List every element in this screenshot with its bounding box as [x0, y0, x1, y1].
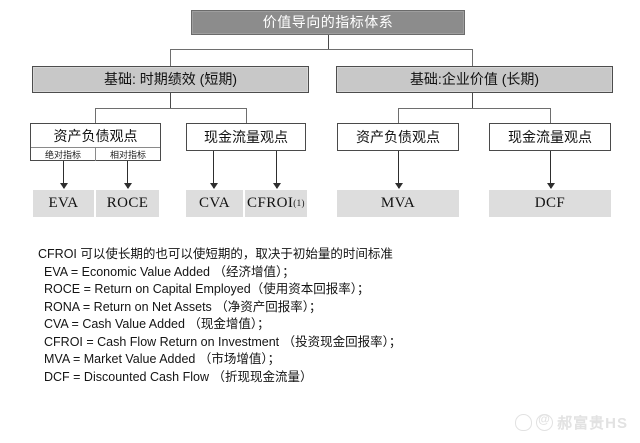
node-dcf[interactable]: DCF [489, 190, 611, 217]
legend-line-cfroi: CFROI = Cash Flow Return on Investment （… [44, 334, 402, 349]
watermark-text: 郝富贵HS [557, 415, 628, 432]
legend-line-cfroi-note: CFROI 可以使长期的也可以使短期的，取决于初始量的时间标准 [38, 247, 393, 261]
node-label: DCF [534, 194, 566, 211]
connector-long-term-trunk [472, 93, 473, 108]
node-label: 现金流量观点 [204, 128, 288, 145]
connector-to-bs-view-short [95, 108, 96, 123]
node-label: 基础:企业价值 (长期) [409, 71, 540, 88]
connector-to-cf-view-long [550, 108, 551, 123]
node-value-oriented-indicator-system[interactable]: 价值导向的指标体系 [191, 10, 465, 35]
legend-line-cva: CVA = Cash Value Added （现金增值）； [44, 317, 270, 331]
legend-line-rona: RONA = Return on Net Assets （净资产回报率）； [44, 299, 322, 314]
at-sign-icon [536, 412, 554, 431]
node-label: 资产负债观点 [53, 127, 138, 144]
node-label: CVA [199, 194, 230, 211]
connector-to-cf-view-short [246, 108, 247, 123]
node-cash-flow-view-long[interactable]: 现金流量观点 [489, 123, 611, 151]
node-roce[interactable]: ROCE [96, 190, 159, 217]
node-cash-flow-view-short[interactable]: 现金流量观点 [186, 123, 306, 151]
sub-label-absolute-indicator: 绝对指标 [44, 150, 81, 160]
connector-to-long-term [472, 49, 473, 66]
legend-line-eva: EVA = Economic Value Added （经济增值）； [44, 264, 295, 279]
node-label-superscript: (1) [293, 198, 305, 209]
node-balance-sheet-view-short[interactable]: 资产负债观点 绝对指标 相对指标 [30, 123, 161, 161]
node-label: MVA [380, 194, 416, 211]
node-label: EVA [48, 194, 79, 211]
node-cva[interactable]: CVA [186, 190, 243, 217]
node-label: 价值导向的指标体系 [262, 14, 394, 31]
watermark: 郝富贵HS [515, 412, 628, 433]
node-basis-period-performance-short-term[interactable]: 基础: 时期绩效 (短期) [32, 66, 309, 93]
node-label: 资产负债观点 [356, 128, 440, 145]
node-cfroi[interactable]: CFROI(1) [245, 190, 307, 217]
paw-print-icon [515, 414, 533, 431]
connector-to-bs-view-long [398, 108, 399, 123]
node-label: ROCE [106, 194, 149, 211]
connector-short-term-trunk [170, 93, 171, 108]
legend-line-roce: ROCE = Return on Capital Employed（使用资本回报… [44, 282, 370, 296]
sub-label-row: 绝对指标 相对指标 [31, 147, 160, 161]
node-label: 现金流量观点 [508, 128, 592, 145]
sub-label-relative-indicator: 相对指标 [95, 148, 160, 161]
legend-line-dcf: DCF = Discounted Cash Flow （折现现金流量） [44, 369, 313, 384]
connector-short-term-split [95, 108, 247, 109]
legend-block: CFROI 可以使长期的也可以使短期的，取决于初始量的时间标准 EVA = Ec… [38, 246, 508, 386]
connector-long-term-split [398, 108, 551, 109]
node-label: 基础: 时期绩效 (短期) [104, 71, 237, 88]
connector-title-trunk [328, 35, 329, 49]
legend-line-mva: MVA = Market Value Added （市场增值）； [44, 352, 281, 366]
connector-to-short-term [170, 49, 171, 66]
node-basis-enterprise-value-long-term[interactable]: 基础:企业价值 (长期) [336, 66, 613, 93]
connector-level1-split [170, 49, 473, 50]
node-label: CFROI [247, 194, 294, 211]
node-eva[interactable]: EVA [33, 190, 94, 217]
node-mva[interactable]: MVA [337, 190, 459, 217]
node-balance-sheet-view-long[interactable]: 资产负债观点 [337, 123, 459, 151]
